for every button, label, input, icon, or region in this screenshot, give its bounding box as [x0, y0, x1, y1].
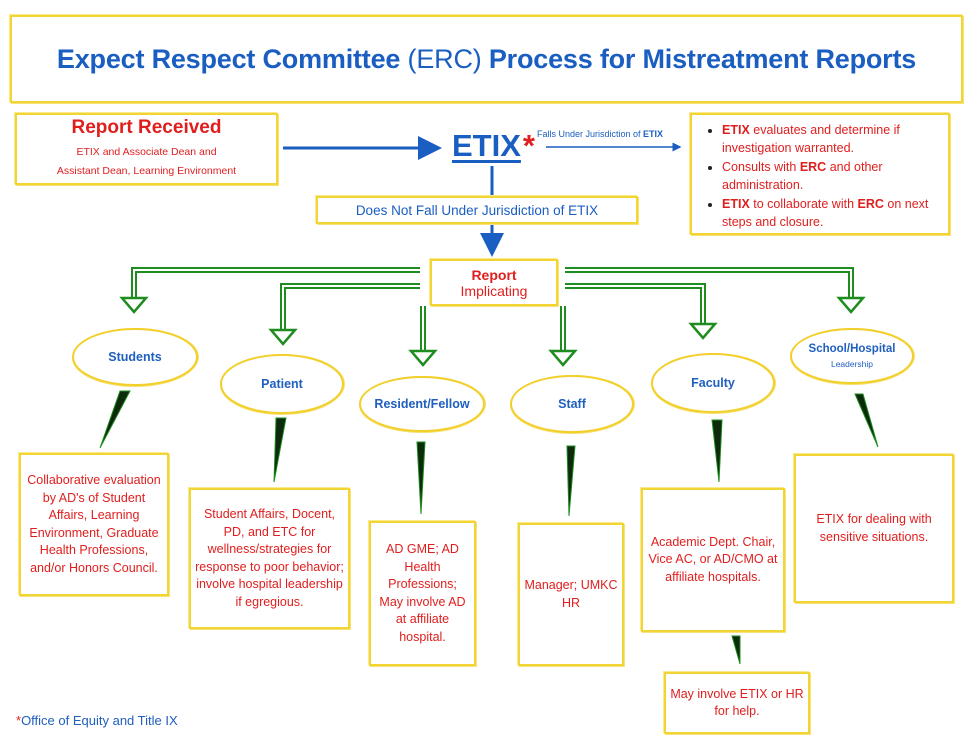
title-part3: Process for Mistreatment Reports [481, 43, 917, 74]
category-oval-students: Students [72, 328, 198, 386]
action-text: evaluates and determine if investigation… [722, 123, 900, 155]
action-bold: ETIX [722, 123, 750, 137]
action-text: to collaborate with [749, 197, 858, 211]
pointer-staff [566, 445, 576, 517]
category-oval-resident-fellow: Resident/Fellow [359, 376, 485, 432]
followup-box-faculty: May involve ETIX or HR for help. [664, 672, 810, 734]
etix-action-item: ETIX evaluates and determine if investig… [722, 121, 938, 157]
arrow-to-staff-head [548, 349, 578, 367]
description-box-resident-fellow: AD GME; AD Health Professions; May invol… [369, 521, 476, 666]
category-description: Student Affairs, Docent, PD, and ETC for… [195, 507, 344, 609]
description-box-faculty: Academic Dept. Chair, Vice AC, or AD/CMO… [641, 488, 785, 632]
description-box-patient: Student Affairs, Docent, PD, and ETC for… [189, 488, 350, 629]
pointer-patient [273, 417, 287, 483]
falls-under-bold: ETIX [643, 129, 664, 139]
pointer-faculty [711, 419, 723, 483]
category-oval-staff: Staff [510, 375, 634, 433]
arrow-to-school-head [836, 296, 866, 314]
report-received-line1: ETIX and Associate Dean and [76, 146, 217, 158]
category-label: Faculty [691, 376, 735, 390]
page-title: Expect Respect Committee (ERC) Process f… [57, 44, 916, 75]
report-implicating-line2: Implicating [460, 282, 528, 299]
arrow-to-students-head [119, 296, 149, 314]
arrow-to-resident-head [408, 349, 438, 367]
category-label: Resident/Fellow [374, 397, 470, 411]
report-implicating-box: Report Implicating [430, 259, 558, 306]
etix-actions-list: ETIX evaluates and determine if investig… [700, 121, 938, 231]
pointer-school [854, 393, 879, 448]
description-box-school-hospital: ETIX for dealing with sensitive situatio… [794, 454, 954, 603]
dnf-bold: ETIX [568, 202, 599, 218]
falls-under-prefix: Falls Under Jurisdiction of [537, 129, 644, 139]
action-text: and other administration. [722, 160, 883, 192]
category-oval-faculty: Faculty [651, 353, 775, 413]
arrow-to-school-shaft-inner [565, 269, 852, 300]
etix-label: ETIX [452, 128, 521, 163]
dnf-prefix: Does Not Fall Under Jurisdiction of [355, 202, 569, 218]
category-description: Collaborative evaluation by AD's of Stud… [27, 473, 161, 575]
category-description: ETIX for dealing with sensitive situatio… [816, 512, 932, 544]
etix-action-item: Consults with ERC and other administrati… [722, 158, 938, 194]
category-description: Academic Dept. Chair, Vice AC, or AD/CMO… [648, 534, 778, 584]
report-implicating-line1: Report [471, 266, 517, 283]
pointer-resident [416, 441, 426, 515]
category-label: Students [108, 350, 162, 364]
arrow-to-patient-shaft [280, 283, 420, 332]
footnote: *Office of Equity and Title IX [16, 713, 178, 728]
title-part2: (ERC) [407, 43, 482, 74]
report-received-line2: Assistant Dean, Learning Environment [56, 165, 237, 177]
does-not-fall-box: Does Not Fall Under Jurisdiction of ETIX [316, 196, 638, 224]
description-box-students: Collaborative evaluation by AD's of Stud… [19, 453, 169, 596]
title-part1: Expect Respect Committee [56, 43, 408, 74]
description-box-staff: Manager; UMKC HR [518, 523, 624, 666]
arrow-to-patient-shaft-inner [282, 285, 420, 332]
arrow-to-faculty-shaft-inner [565, 285, 704, 326]
arrow-to-faculty-head [688, 322, 718, 340]
action-bold: ERC [857, 197, 884, 211]
etix-asterisk: * [522, 128, 535, 163]
does-not-fall-label: Does Not Fall Under Jurisdiction of ETIX [356, 203, 598, 218]
pointer-faculty-followup [731, 635, 741, 665]
category-label: Staff [558, 397, 586, 411]
category-description: Manager; UMKC HR [524, 578, 618, 610]
category-description: AD GME; AD Health Professions; May invol… [379, 542, 466, 644]
footnote-asterisk: * [16, 713, 22, 728]
action-text: on next steps and closure. [722, 197, 929, 229]
pointer-students [99, 390, 131, 449]
action-bold: ERC [799, 160, 827, 174]
report-received-title: Report Received [71, 117, 222, 138]
action-text: Consults with [722, 160, 800, 174]
arrow-to-faculty-shaft [565, 283, 706, 326]
category-oval-patient: Patient [220, 354, 344, 414]
title-box: Expect Respect Committee (ERC) Process f… [10, 15, 963, 103]
category-oval-school-hospital: School/Hospital Leadership [790, 328, 914, 384]
falls-under-label: Falls Under Jurisdiction of ETIX [537, 129, 663, 139]
report-received-box: Report Received ETIX and Associate Dean … [15, 113, 278, 185]
action-bold: ETIX [722, 197, 750, 211]
category-label: School/Hospital [808, 343, 896, 355]
footnote-text: Office of Equity and Title IX [21, 713, 178, 728]
etix-action-item: ETIX to collaborate with ERC on next ste… [722, 195, 938, 231]
arrow-to-patient-head [268, 328, 298, 346]
category-followup: May involve ETIX or HR for help. [670, 686, 804, 719]
arrow-to-students-shaft-inner [133, 269, 420, 300]
category-label: Patient [261, 377, 303, 391]
category-sublabel: Leadership [830, 359, 874, 369]
etix-node: ETIX* [452, 128, 535, 164]
etix-actions-box: ETIX evaluates and determine if investig… [690, 113, 950, 235]
